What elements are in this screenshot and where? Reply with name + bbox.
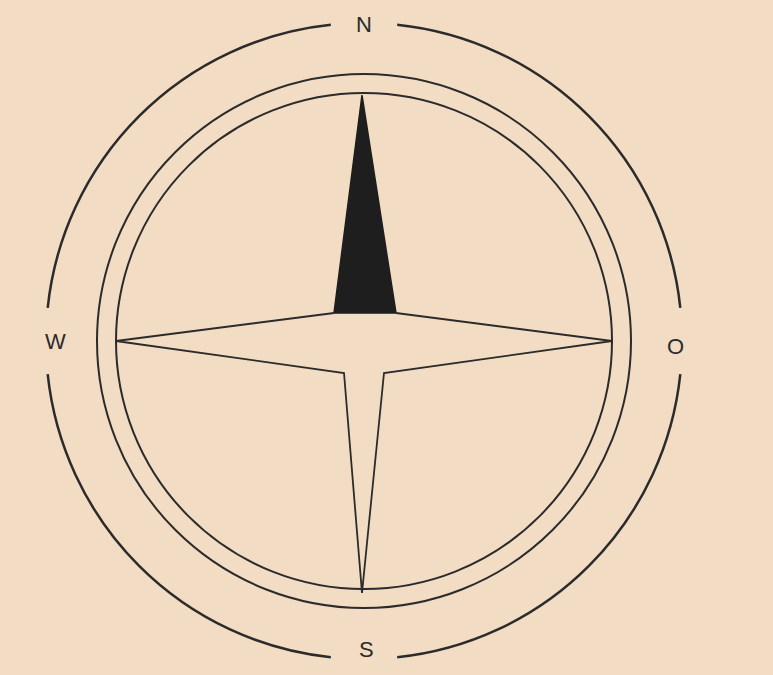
direction-letter: O	[667, 336, 684, 358]
outer-ring	[48, 25, 681, 658]
north-point	[334, 95, 396, 313]
direction-letter: W	[45, 331, 66, 353]
inner-ring	[116, 93, 612, 589]
direction-letter: S	[359, 639, 374, 661]
star-arms	[116, 313, 612, 593]
inner-ring	[97, 74, 631, 608]
direction-letter: N	[356, 14, 372, 36]
